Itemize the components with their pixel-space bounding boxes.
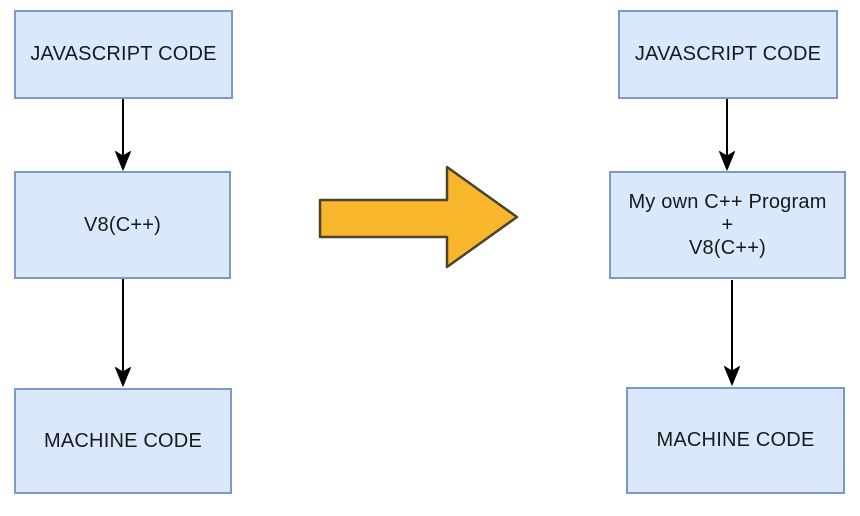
node-right-my-own-cpp-program-plus-v8: My own C++ Program + V8(C++) bbox=[609, 171, 846, 279]
arrow-right-js-to-program bbox=[719, 99, 735, 171]
node-label: JAVASCRIPT CODE bbox=[30, 43, 217, 65]
node-left-machine-code: MACHINE CODE bbox=[14, 388, 232, 494]
arrow-left-v8-to-machine bbox=[115, 279, 131, 387]
node-label: V8(C++) bbox=[84, 213, 161, 236]
arrow-right-program-to-machine bbox=[724, 280, 740, 386]
node-label-line: V8(C++) bbox=[689, 236, 766, 259]
node-label: JAVASCRIPT CODE bbox=[634, 43, 822, 65]
node-right-machine-code: MACHINE CODE bbox=[626, 387, 845, 494]
node-left-javascript-code: JAVASCRIPT CODE bbox=[14, 10, 233, 99]
arrow-left-js-to-v8 bbox=[115, 99, 131, 171]
node-label-line: My own C++ Program bbox=[628, 190, 827, 213]
node-label: MACHINE CODE bbox=[44, 429, 202, 452]
node-left-v8: V8(C++) bbox=[14, 171, 231, 279]
node-label: MACHINE CODE bbox=[656, 429, 815, 451]
node-right-javascript-code: JAVASCRIPT CODE bbox=[618, 10, 838, 99]
transform-right-arrow-icon bbox=[318, 165, 519, 269]
node-label-line: + bbox=[721, 213, 734, 236]
